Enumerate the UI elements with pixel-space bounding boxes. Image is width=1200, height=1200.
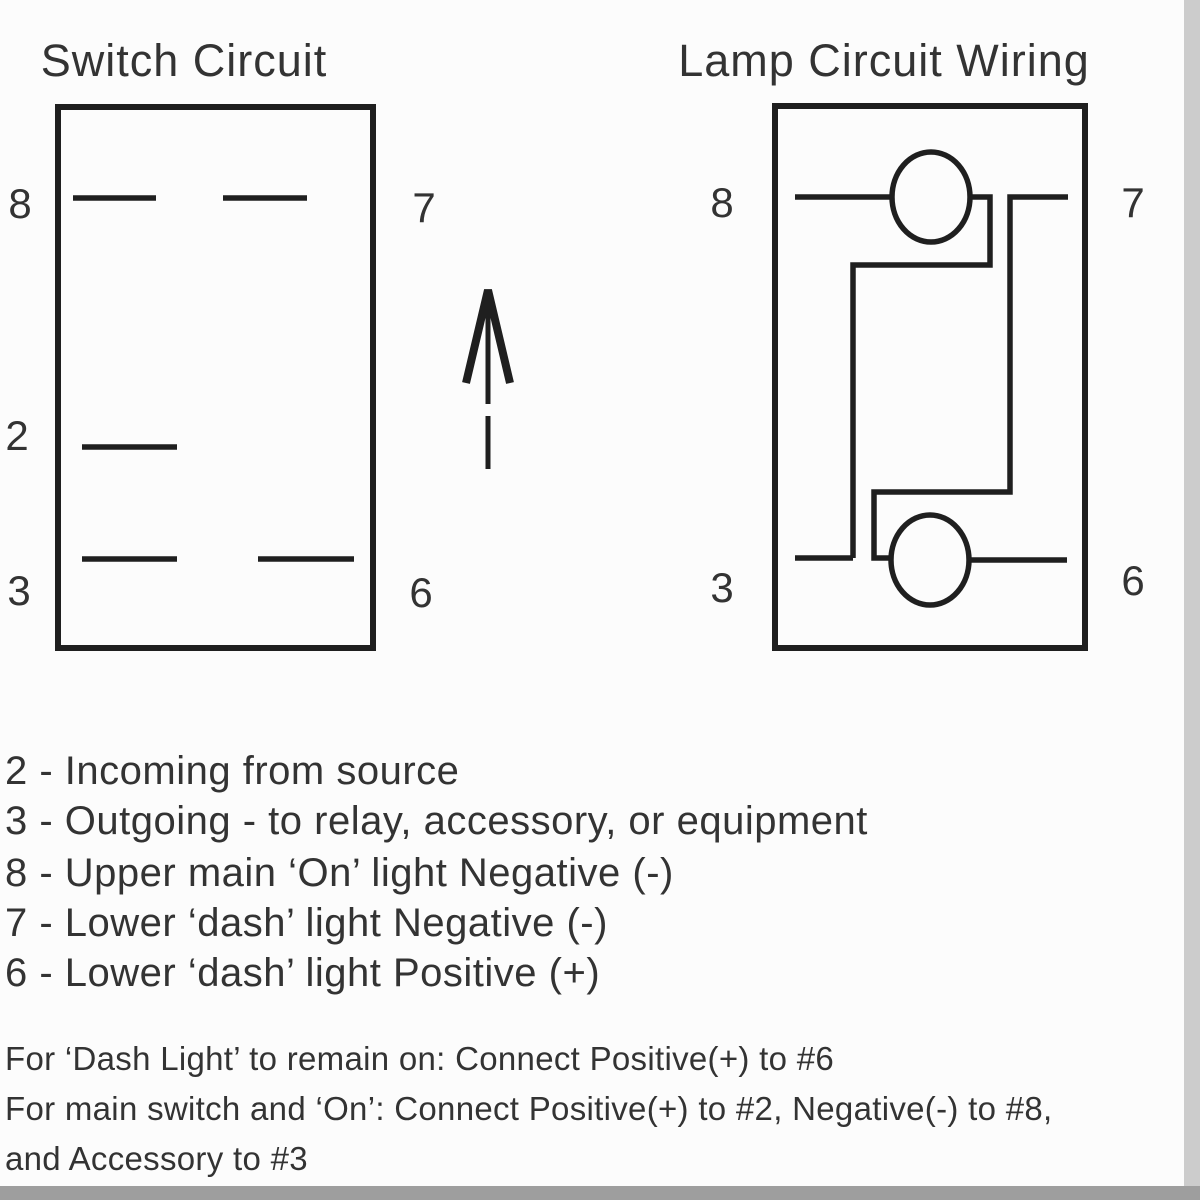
- lamp-circuit-title: Lamp Circuit Wiring: [678, 35, 1090, 86]
- upper-lamp-circle: [889, 149, 973, 245]
- lamp-circuit-diagram: Lamp Circuit Wiring 8 7 3 6: [678, 35, 1145, 651]
- switch-circuit-diagram: Switch Circuit 8 2 3 7 6: [5, 35, 436, 651]
- pin-label-7: 7: [412, 184, 435, 231]
- pin-label-2: 2: [5, 412, 28, 459]
- legend-line: 8 - Upper main ‘On’ light Negative (-): [5, 851, 674, 895]
- pin-label-6: 6: [1121, 557, 1144, 604]
- pin-label-7: 7: [1121, 179, 1144, 226]
- pin7-jog-wire: [871, 194, 1068, 561]
- note-line: and Accessory to #3: [5, 1140, 308, 1177]
- legend: 2 - Incoming from source 3 - Outgoing - …: [5, 749, 868, 995]
- up-arrow-icon: [462, 289, 514, 469]
- scan-edge-bottom: [0, 1186, 1200, 1200]
- switch-circuit-box: [55, 104, 376, 651]
- upper-lamp-jog-wire: [850, 194, 993, 558]
- notes: For ‘Dash Light’ to remain on: Connect P…: [5, 1040, 1053, 1177]
- lamp-circuit-box: [772, 103, 1088, 651]
- pin-label-3: 3: [7, 567, 30, 614]
- arrowhead: [462, 289, 514, 384]
- pin-label-6: 6: [409, 569, 432, 616]
- legend-line: 3 - Outgoing - to relay, accessory, or e…: [5, 799, 868, 843]
- pin-label-3: 3: [710, 564, 733, 611]
- pin-label-8: 8: [710, 179, 733, 226]
- lower-lamp-circle: [888, 512, 972, 608]
- pin-label-8: 8: [8, 180, 31, 227]
- legend-line: 2 - Incoming from source: [5, 749, 459, 793]
- switch-circuit-title: Switch Circuit: [41, 35, 328, 86]
- legend-line: 7 - Lower ‘dash’ light Negative (-): [5, 901, 608, 945]
- legend-line: 6 - Lower ‘dash’ light Positive (+): [5, 951, 600, 995]
- note-line: For main switch and ‘On’: Connect Positi…: [5, 1090, 1053, 1127]
- scan-edge-right: [1184, 0, 1200, 1200]
- note-line: For ‘Dash Light’ to remain on: Connect P…: [5, 1040, 834, 1077]
